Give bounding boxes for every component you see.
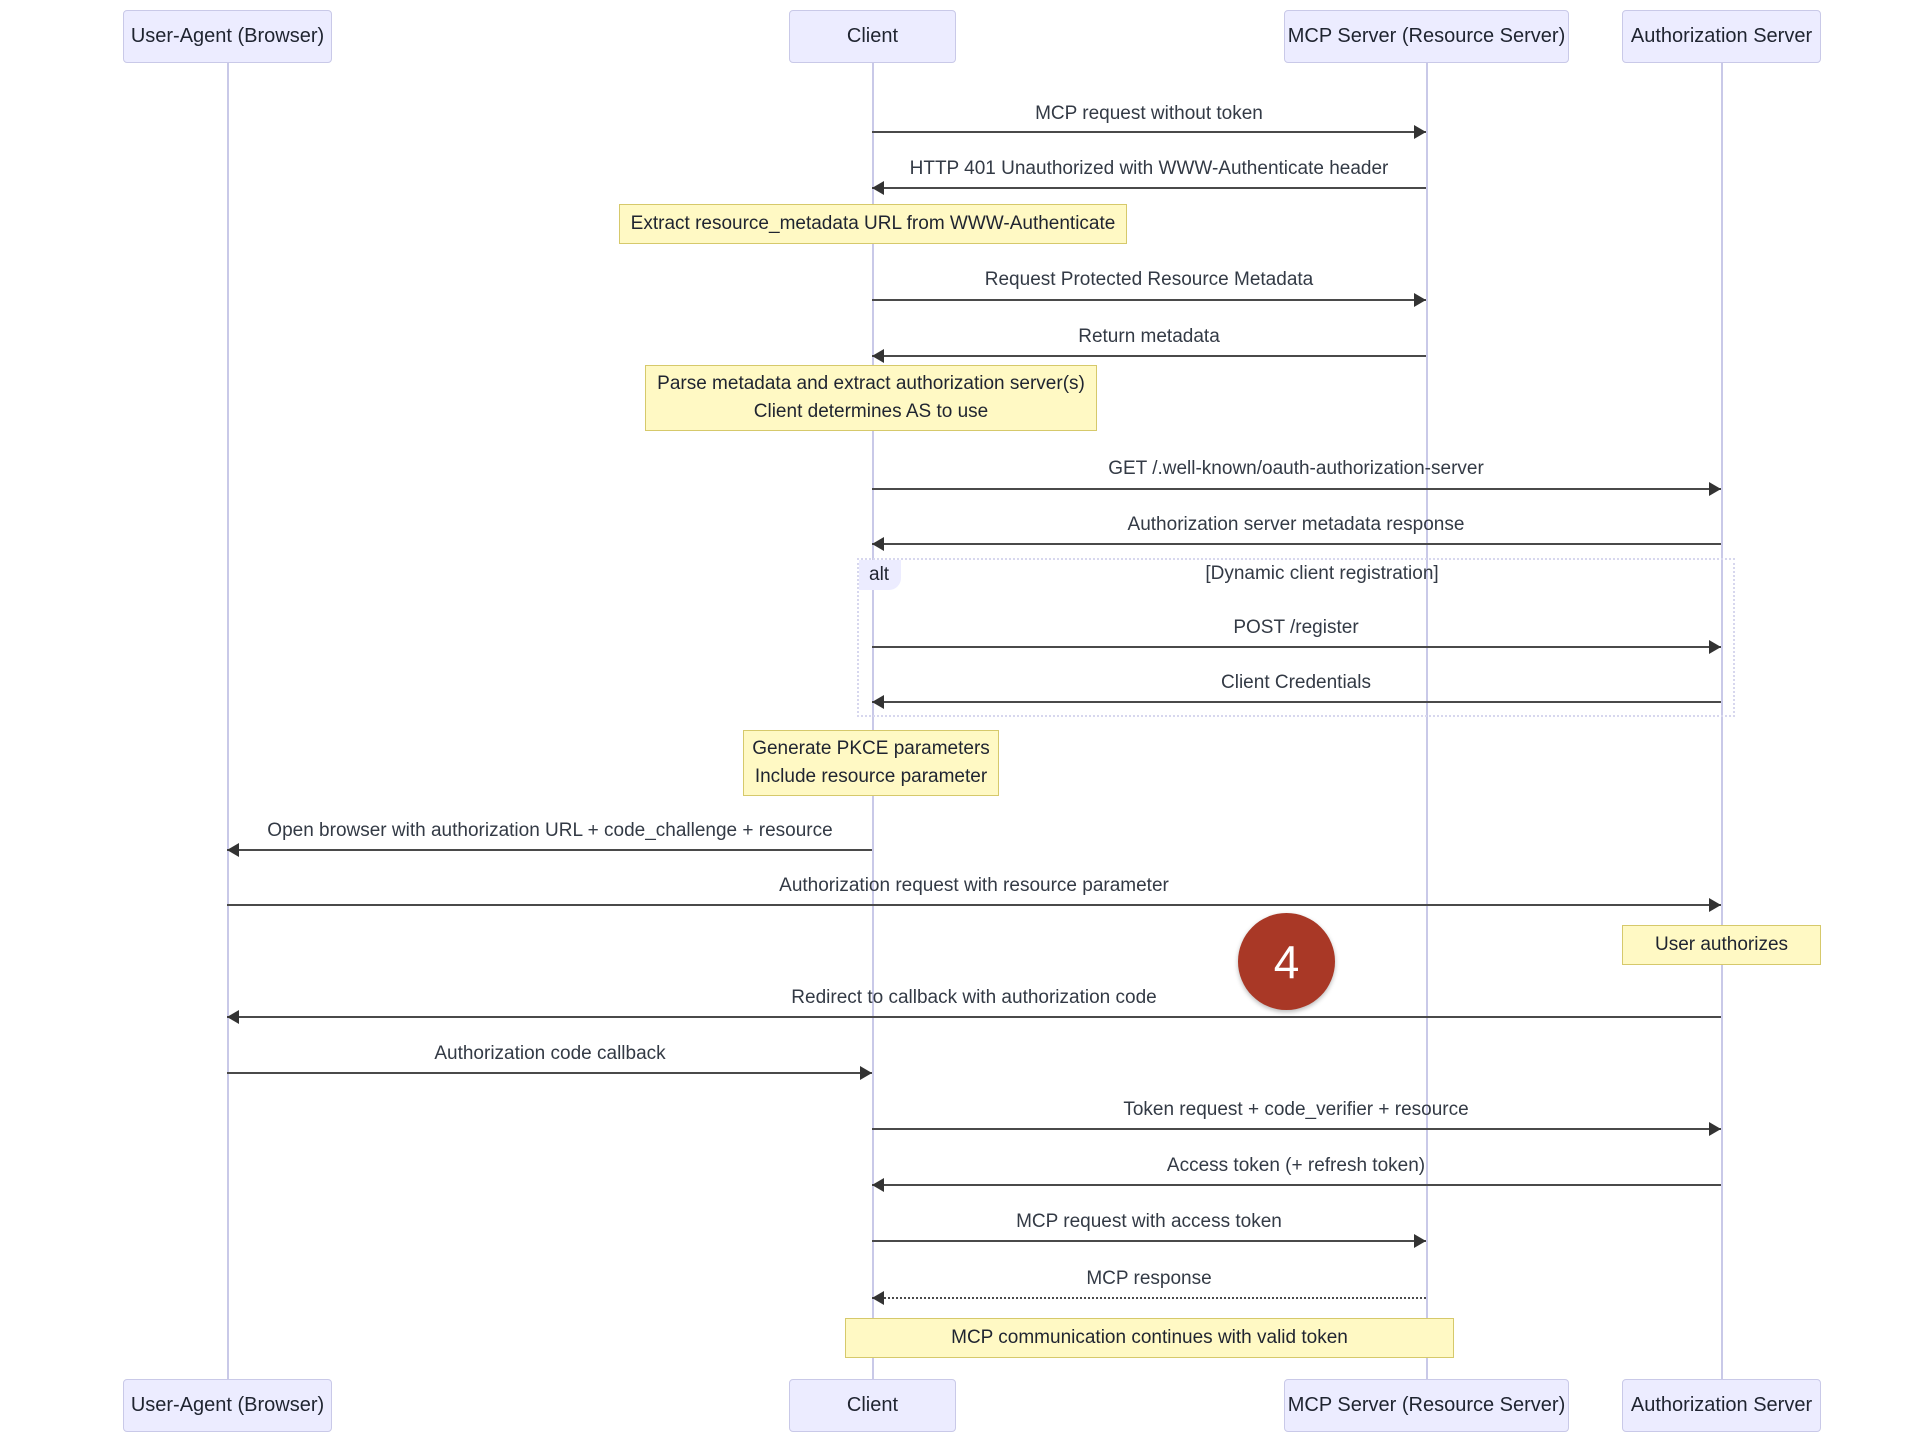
arrow-head-m13: [1709, 1122, 1721, 1136]
arrow-head-m5: [1709, 482, 1721, 496]
message-line-m7: [872, 646, 1721, 648]
arrow-head-m4: [872, 349, 884, 363]
participant-user-agent-bottom[interactable]: User-Agent (Browser): [123, 1379, 332, 1432]
note-parse-metadata: Parse metadata and extract authorization…: [645, 365, 1097, 431]
arrow-head-m10: [1709, 898, 1721, 912]
participant-mcp-server-top[interactable]: MCP Server (Resource Server): [1284, 10, 1569, 63]
lifeline-authorization-server: [1721, 63, 1723, 1379]
message-line-m16: [872, 1297, 1426, 1299]
message-line-m2: [872, 187, 1426, 189]
message-label-m8: Client Credentials: [1221, 672, 1371, 693]
message-label-m11: Redirect to callback with authorization …: [791, 987, 1157, 1008]
participant-label: MCP Server (Resource Server): [1287, 25, 1566, 47]
message-label-m14: Access token (+ refresh token): [1166, 1155, 1426, 1176]
participant-user-agent-top[interactable]: User-Agent (Browser): [123, 10, 332, 63]
note-line: User authorizes: [1654, 934, 1789, 956]
lifeline-mcp-server: [1426, 63, 1428, 1379]
arrow-head-m6: [872, 537, 884, 551]
arrow-head-m9: [227, 843, 239, 857]
participant-label: Authorization Server: [1630, 25, 1813, 47]
note-line: Extract resource_metadata URL from WWW-A…: [630, 213, 1116, 235]
message-label-m15: MCP request with access token: [1016, 1211, 1282, 1232]
note-user-authorizes: User authorizes: [1622, 925, 1821, 965]
note-line: Include resource parameter: [754, 766, 988, 787]
participant-client-bottom[interactable]: Client: [789, 1379, 956, 1432]
participant-label: MCP Server (Resource Server): [1287, 1394, 1566, 1416]
message-line-m8: [872, 701, 1721, 703]
lifeline-client: [872, 63, 874, 1379]
message-line-m3: [872, 299, 1426, 301]
arrow-head-m8: [872, 695, 884, 709]
message-line-m6: [872, 543, 1721, 545]
note-mcp-communication-continues: MCP communication continues with valid t…: [845, 1318, 1454, 1358]
participant-label: Authorization Server: [1630, 1394, 1813, 1416]
message-label-m7: POST /register: [1233, 617, 1359, 638]
note-line: Client determines AS to use: [753, 401, 989, 422]
arrow-head-m2: [872, 181, 884, 195]
arrow-head-m14: [872, 1178, 884, 1192]
message-label-m16: MCP response: [1086, 1268, 1212, 1289]
participant-authorization-server-bottom[interactable]: Authorization Server: [1622, 1379, 1821, 1432]
lifeline-user-agent: [227, 63, 229, 1379]
participant-authorization-server-top[interactable]: Authorization Server: [1622, 10, 1821, 63]
message-line-m4: [872, 355, 1426, 357]
message-label-m5: GET /.well-known/oauth-authorization-ser…: [1108, 458, 1484, 479]
arrow-head-m15: [1414, 1234, 1426, 1248]
arrow-head-m3: [1414, 293, 1426, 307]
participant-label: User-Agent (Browser): [130, 1394, 325, 1416]
message-line-m14: [872, 1184, 1721, 1186]
message-label-m12: Authorization code callback: [434, 1043, 666, 1064]
message-label-m2: HTTP 401 Unauthorized with WWW-Authentic…: [909, 158, 1389, 179]
arrow-head-m12: [860, 1066, 872, 1080]
note-generate-pkce: Generate PKCE parameters Include resourc…: [743, 730, 999, 796]
arrow-head-m16: [872, 1291, 884, 1305]
alt-fragment-dynamic-client-registration: [857, 558, 1735, 717]
message-label-m3: Request Protected Resource Metadata: [984, 269, 1314, 290]
step-badge-4[interactable]: 4: [1238, 913, 1335, 1010]
step-badge-label: 4: [1273, 935, 1300, 988]
arrow-head-m1: [1414, 125, 1426, 139]
participant-label: Client: [846, 25, 899, 47]
message-line-m10: [227, 904, 1721, 906]
message-label-m10: Authorization request with resource para…: [779, 875, 1169, 896]
note-extract-resource-metadata: Extract resource_metadata URL from WWW-A…: [619, 204, 1127, 244]
message-line-m1: [872, 131, 1426, 133]
alt-fragment-tag: alt: [859, 560, 902, 590]
message-label-m13: Token request + code_verifier + resource: [1123, 1099, 1469, 1120]
arrow-head-m7: [1709, 640, 1721, 654]
message-line-m11: [227, 1016, 1721, 1018]
message-line-m13: [872, 1128, 1721, 1130]
participant-mcp-server-bottom[interactable]: MCP Server (Resource Server): [1284, 1379, 1569, 1432]
participant-client-top[interactable]: Client: [789, 10, 956, 63]
message-line-m15: [872, 1240, 1426, 1242]
message-line-m5: [872, 488, 1721, 490]
message-label-m9: Open browser with authorization URL + co…: [267, 820, 833, 841]
arrow-head-m11: [227, 1010, 239, 1024]
message-line-m9: [227, 849, 872, 851]
message-label-m1: MCP request without token: [1035, 103, 1263, 124]
message-line-m12: [227, 1072, 872, 1074]
message-label-m4: Return metadata: [1078, 326, 1220, 347]
note-line: Generate PKCE parameters: [752, 738, 990, 760]
note-line: MCP communication continues with valid t…: [951, 1327, 1348, 1349]
participant-label: Client: [846, 1394, 899, 1416]
alt-fragment-condition: [Dynamic client registration]: [1205, 563, 1439, 584]
participant-label: User-Agent (Browser): [130, 25, 325, 47]
note-line: Parse metadata and extract authorization…: [657, 373, 1085, 395]
message-label-m6: Authorization server metadata response: [1127, 514, 1465, 535]
